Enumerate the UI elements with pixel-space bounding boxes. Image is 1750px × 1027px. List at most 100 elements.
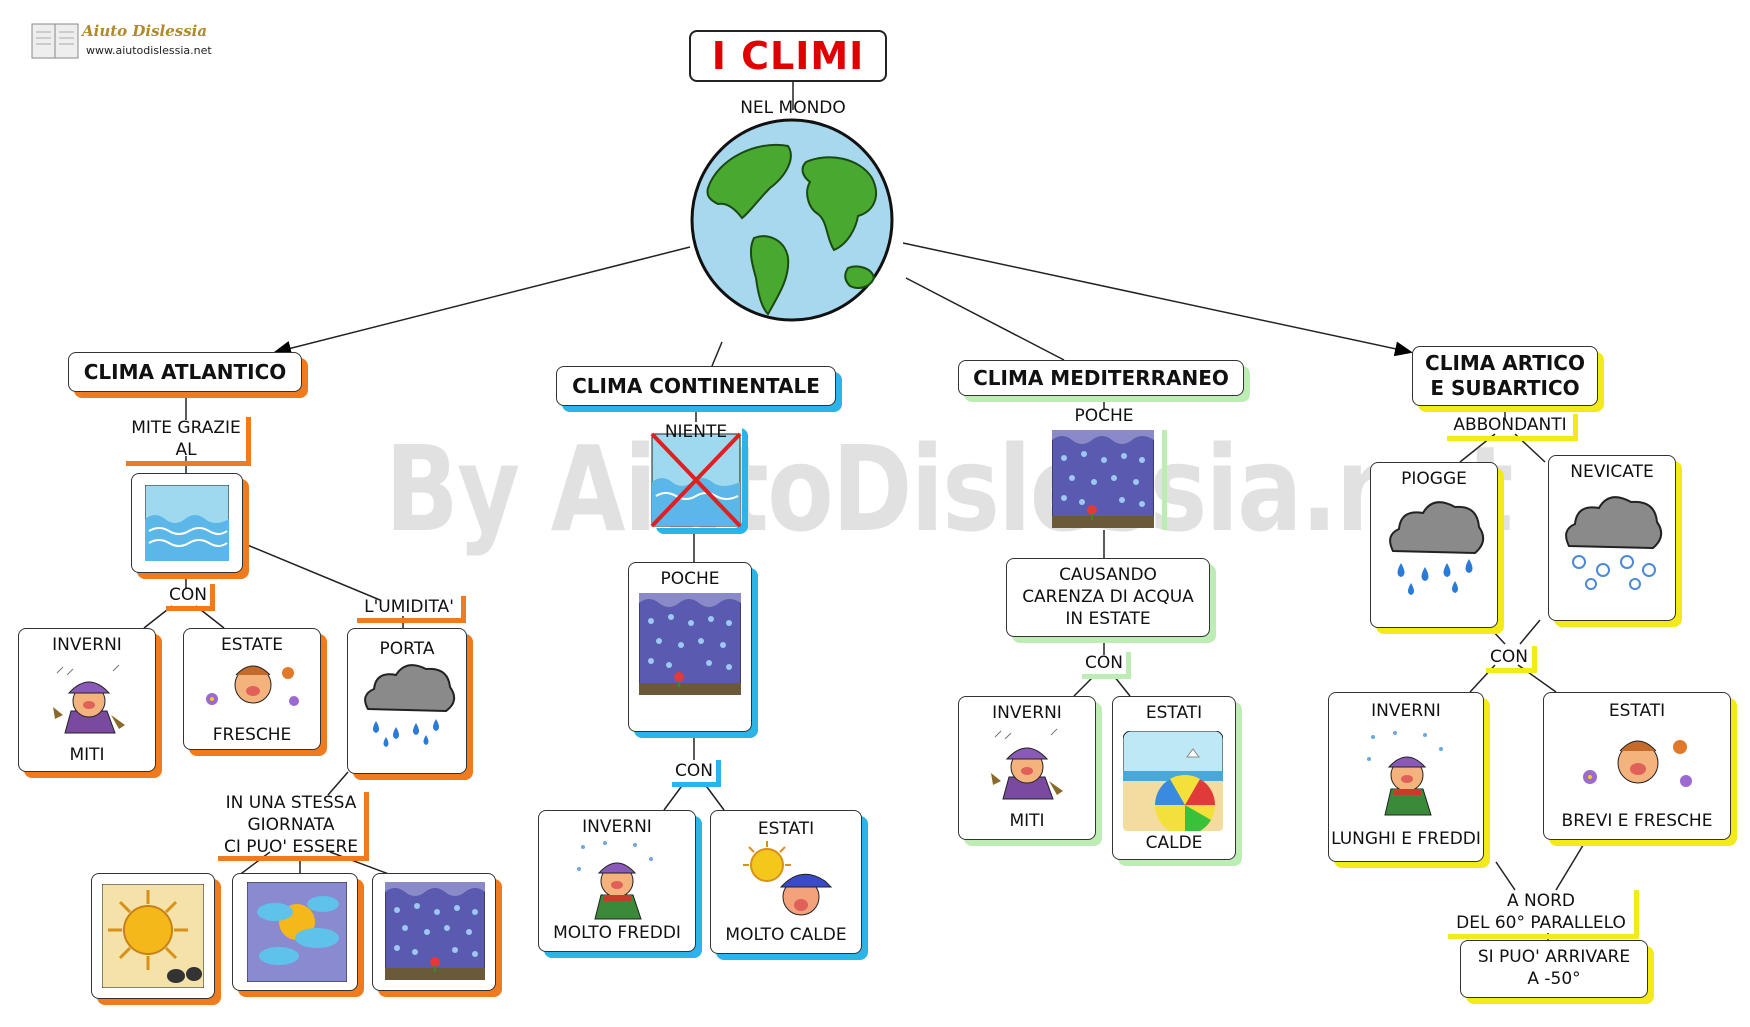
sun-card bbox=[91, 873, 215, 999]
giornata-line1: IN UNA STESSA bbox=[225, 793, 357, 813]
brevi-fresche-label: BREVI E FRESCHE bbox=[1561, 811, 1713, 831]
nord-line2: DEL 60° PARALLELO bbox=[1456, 913, 1626, 933]
ocean-card bbox=[131, 473, 243, 573]
book-logo-icon bbox=[31, 23, 79, 59]
continentale-poche-card: POCHE bbox=[628, 562, 752, 732]
atlantico-inverni-card: INVERNI MITI bbox=[18, 628, 156, 772]
continentale-con-label: CON bbox=[672, 760, 721, 787]
giornata-line3: CI PUO' ESSERE bbox=[223, 837, 359, 857]
calde-label: CALDE bbox=[1145, 833, 1203, 853]
continentale-title: CLIMA CONTINENTALE bbox=[572, 373, 820, 398]
root-title-box: I CLIMI bbox=[689, 30, 887, 82]
artico-title-line1: CLIMA ARTICO bbox=[1425, 351, 1585, 375]
porta-label: PORTA bbox=[379, 639, 435, 659]
mediterraneo-title-box: CLIMA MEDITERRANEO bbox=[958, 360, 1244, 396]
inverni-label: INVERNI bbox=[582, 817, 652, 837]
mediterraneo-estati-card: ESTATI CALDE bbox=[1112, 696, 1236, 860]
estati-label: ESTATI bbox=[757, 819, 815, 839]
rain-cloud-icon bbox=[364, 664, 456, 747]
niente-label: NIENTE bbox=[664, 422, 728, 442]
person-wind-rain-icon bbox=[53, 664, 125, 734]
artico-title-box: CLIMA ARTICO E SUBARTICO bbox=[1412, 346, 1598, 406]
arrivare-box: SI PUO' ARRIVARE A -50° bbox=[1460, 940, 1648, 998]
nord-label: A NORD DEL 60° PARALLELO bbox=[1448, 890, 1639, 939]
rain-drops-icon bbox=[1052, 430, 1154, 528]
atlantico-con-label: CON bbox=[166, 584, 215, 611]
sun-sunglasses-icon bbox=[102, 884, 204, 988]
poche-label: POCHE bbox=[660, 569, 720, 589]
person-flowers-icon bbox=[206, 665, 299, 706]
rain-drops-icon bbox=[639, 593, 741, 695]
estati-label: ESTATI bbox=[1608, 701, 1666, 721]
continentale-estati-card: ESTATI MOLTO CALDE bbox=[710, 810, 862, 954]
atlantico-title-box: CLIMA ATLANTICO bbox=[68, 352, 302, 392]
nevicate-card: NEVICATE bbox=[1548, 455, 1676, 621]
artico-title-line2: E SUBARTICO bbox=[1430, 376, 1580, 400]
artico-title: CLIMA ARTICO E SUBARTICO bbox=[1425, 351, 1585, 401]
artico-inverni-card: INVERNI LUNGHI E FREDDI bbox=[1328, 692, 1484, 862]
beach-umbrella-icon bbox=[1123, 731, 1223, 831]
ocean-waves-icon bbox=[145, 485, 229, 561]
inverni-label: INVERNI bbox=[992, 703, 1062, 723]
piogge-card: PIOGGE bbox=[1370, 462, 1498, 628]
globe-icon bbox=[690, 118, 894, 322]
lunghi-freddi-label: LUNGHI E FREDDI bbox=[1331, 829, 1481, 849]
nord-line1: A NORD bbox=[1506, 891, 1576, 911]
rain-card bbox=[372, 873, 496, 991]
person-cold-snow-icon bbox=[1367, 731, 1443, 816]
logo-url: www.aiutodislessia.net bbox=[86, 44, 212, 57]
rain-drops-icon bbox=[385, 882, 485, 980]
person-wind-rain-icon bbox=[991, 728, 1063, 800]
inverni-label: INVERNI bbox=[52, 635, 122, 655]
continentale-inverni-card: INVERNI MOLTO FREDDI bbox=[538, 810, 696, 952]
arrivare-line2: A -50° bbox=[1527, 969, 1581, 989]
partly-cloudy-icon bbox=[247, 882, 347, 982]
estate-label: ESTATE bbox=[220, 635, 284, 655]
umidita-label: L'UMIDITA' bbox=[357, 596, 466, 623]
miti-label: MITI bbox=[69, 745, 105, 765]
inverni-label: INVERNI bbox=[1371, 701, 1441, 721]
atlantico-title: CLIMA ATLANTICO bbox=[83, 359, 287, 384]
person-cold-snow-icon bbox=[577, 841, 653, 920]
person-flowers-icon bbox=[1583, 740, 1692, 787]
person-hot-sun-icon bbox=[743, 841, 833, 916]
artico-estati-card: ESTATI BREVI E FRESCHE bbox=[1543, 692, 1731, 840]
atlantico-porta-card: PORTA bbox=[347, 628, 467, 774]
continentale-title-box: CLIMA CONTINENTALE bbox=[556, 366, 836, 406]
fresche-label: FRESCHE bbox=[212, 725, 292, 745]
partly-cloudy-card bbox=[232, 873, 358, 991]
snow-cloud-icon bbox=[1565, 496, 1663, 590]
root-subtitle: NEL MONDO bbox=[740, 98, 846, 118]
mediterraneo-inverni-card: INVERNI MITI bbox=[958, 696, 1096, 840]
molto-freddi-label: MOLTO FREDDI bbox=[553, 923, 681, 943]
abbondanti-label: ABBONDANTI bbox=[1447, 414, 1578, 441]
mediterraneo-con-label: CON bbox=[1082, 652, 1131, 679]
mediterraneo-rain-card bbox=[1052, 430, 1167, 530]
site-logo[interactable]: Aiuto Dislessia www.aiutodislessia.net bbox=[30, 20, 220, 62]
giornata-line2: GIORNATA bbox=[247, 815, 335, 835]
molto-calde-label: MOLTO CALDE bbox=[725, 925, 847, 945]
mediterraneo-poche-label: POCHE bbox=[1074, 406, 1134, 426]
page-title: I CLIMI bbox=[711, 33, 865, 78]
miti-label: MITI bbox=[1009, 811, 1045, 831]
nevicate-label: NEVICATE bbox=[1570, 462, 1654, 482]
estati-label: ESTATI bbox=[1145, 703, 1203, 723]
atlantico-mite-label: MITE GRAZIE AL bbox=[126, 417, 251, 466]
causando-line3: IN ESTATE bbox=[1065, 609, 1151, 629]
giornata-label: IN UNA STESSA GIORNATA CI PUO' ESSERE bbox=[218, 792, 369, 861]
rain-cloud-icon bbox=[1389, 501, 1485, 595]
logo-name: Aiuto Dislessia bbox=[82, 22, 208, 40]
atlantico-estate-card: ESTATE FRESCHE bbox=[183, 628, 321, 750]
ocean-crossed-icon bbox=[650, 432, 742, 528]
niente-card: NIENTE bbox=[650, 422, 742, 528]
arrivare-line1: SI PUO' ARRIVARE bbox=[1477, 947, 1631, 967]
mediterraneo-title: CLIMA MEDITERRANEO bbox=[973, 365, 1229, 390]
mite-line2: AL bbox=[175, 440, 197, 460]
artico-con-label: CON bbox=[1486, 646, 1537, 673]
causando-line1: CAUSANDO bbox=[1059, 565, 1157, 585]
mite-line1: MITE GRAZIE bbox=[131, 418, 241, 438]
piogge-label: PIOGGE bbox=[1401, 469, 1467, 489]
causando-line2: CARENZA DI ACQUA bbox=[1022, 587, 1194, 607]
watermark: By AiutoDislessia.net bbox=[385, 420, 1513, 558]
